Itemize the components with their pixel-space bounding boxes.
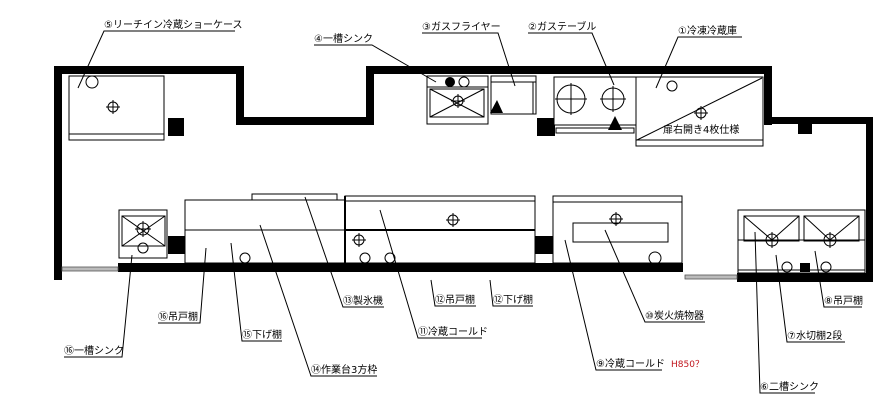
label-cold-table-11: ⑪冷蔵コールド (418, 325, 488, 338)
label-single-sink-bottom: ⑯一槽シンク (64, 344, 124, 357)
label-hanging-cabinet-16: ⑯吊戸棚 (158, 310, 198, 323)
gas-table (553, 76, 637, 134)
label-gas-fryer: ③ガスフライヤー (422, 21, 501, 33)
height-note: H850？ (671, 360, 704, 370)
label-freezer-refrigerator: ①冷凍冷蔵庫 (678, 24, 737, 37)
label-double-sink: ⑥二槽シンク (760, 380, 819, 393)
label-gas-table: ②ガステーブル (528, 20, 596, 33)
reach-in-showcase (68, 75, 165, 141)
single-sink-top (426, 75, 489, 125)
gas-fryer (490, 75, 537, 115)
leader-lines (64, 30, 862, 394)
label-lower-shelf-12: ⑫下げ棚 (493, 293, 533, 306)
label-single-sink-top: ④一槽シンク (314, 32, 373, 45)
label-worktable: ⑭作業台3方枠 (311, 363, 377, 376)
worktable (184, 193, 346, 264)
refrigerated-cold-table (344, 195, 536, 264)
label-reach-in-showcase: ⑤リーチイン冷蔵ショーケース (104, 18, 242, 31)
double-sink (737, 209, 866, 274)
single-sink-bottom (118, 209, 168, 259)
cold-table-with-charcoal-grill (552, 195, 683, 265)
label-hanging-cabinet-8: ⑧吊戸棚 (824, 294, 863, 307)
label-hanging-cabinet-12: ⑫吊戸棚 (435, 293, 475, 306)
label-charcoal-grill: ⑩炭火焼物器 (645, 309, 704, 322)
label-cold-table-9: ⑨冷蔵コールド (596, 357, 665, 370)
label-ice-machine: ⑬製氷機 (343, 294, 383, 307)
label-drain-shelf: ⑦水切棚2段 (787, 329, 842, 342)
door-spec-note: 扉右開き4枚仕様 (663, 123, 739, 136)
walls (54, 66, 873, 282)
freezer-refrigerator: 扉右開き4枚仕様 (635, 76, 764, 147)
label-lower-shelf-15: ⑮下げ棚 (242, 328, 282, 341)
